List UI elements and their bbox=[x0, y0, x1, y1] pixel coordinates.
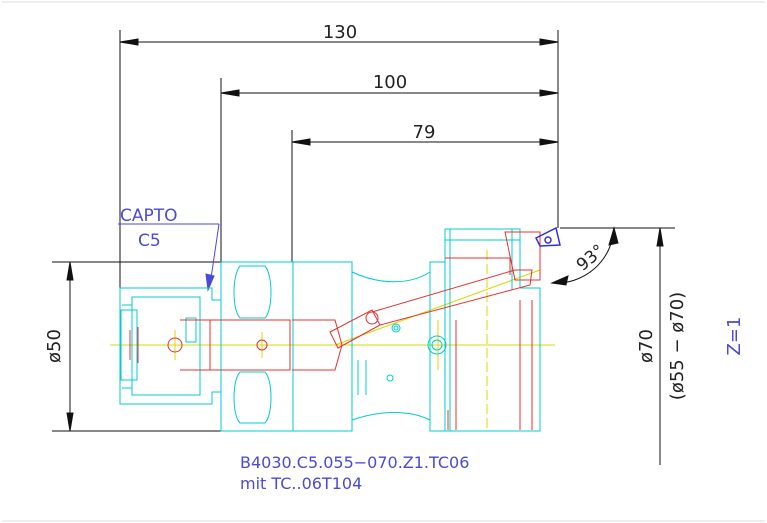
dim-cutting-diameter: ø70 bbox=[636, 329, 657, 363]
teeth-count: Z=1 bbox=[724, 317, 745, 356]
capto-label-line1: CAPTO bbox=[120, 206, 178, 226]
dim-length-mid: 100 bbox=[373, 72, 407, 93]
dim-length-short: 79 bbox=[413, 122, 436, 143]
hidden-detail bbox=[129, 231, 541, 430]
part-number: B4030.C5.055−070.Z1.TC06 bbox=[240, 453, 469, 472]
centerline bbox=[110, 250, 555, 430]
dim-overall-length: 130 bbox=[323, 22, 357, 43]
insert-note: mit TC..06T104 bbox=[240, 474, 362, 493]
insert bbox=[534, 226, 561, 247]
dim-diameter-range: (ø55 − ø70) bbox=[667, 292, 688, 400]
capto-label-line2: C5 bbox=[138, 231, 161, 251]
tool-body-outline bbox=[119, 228, 541, 432]
dim-approach-angle: 93° bbox=[573, 241, 609, 276]
dimension-lines bbox=[52, 30, 675, 465]
dim-shank-diameter: ø50 bbox=[44, 329, 65, 363]
